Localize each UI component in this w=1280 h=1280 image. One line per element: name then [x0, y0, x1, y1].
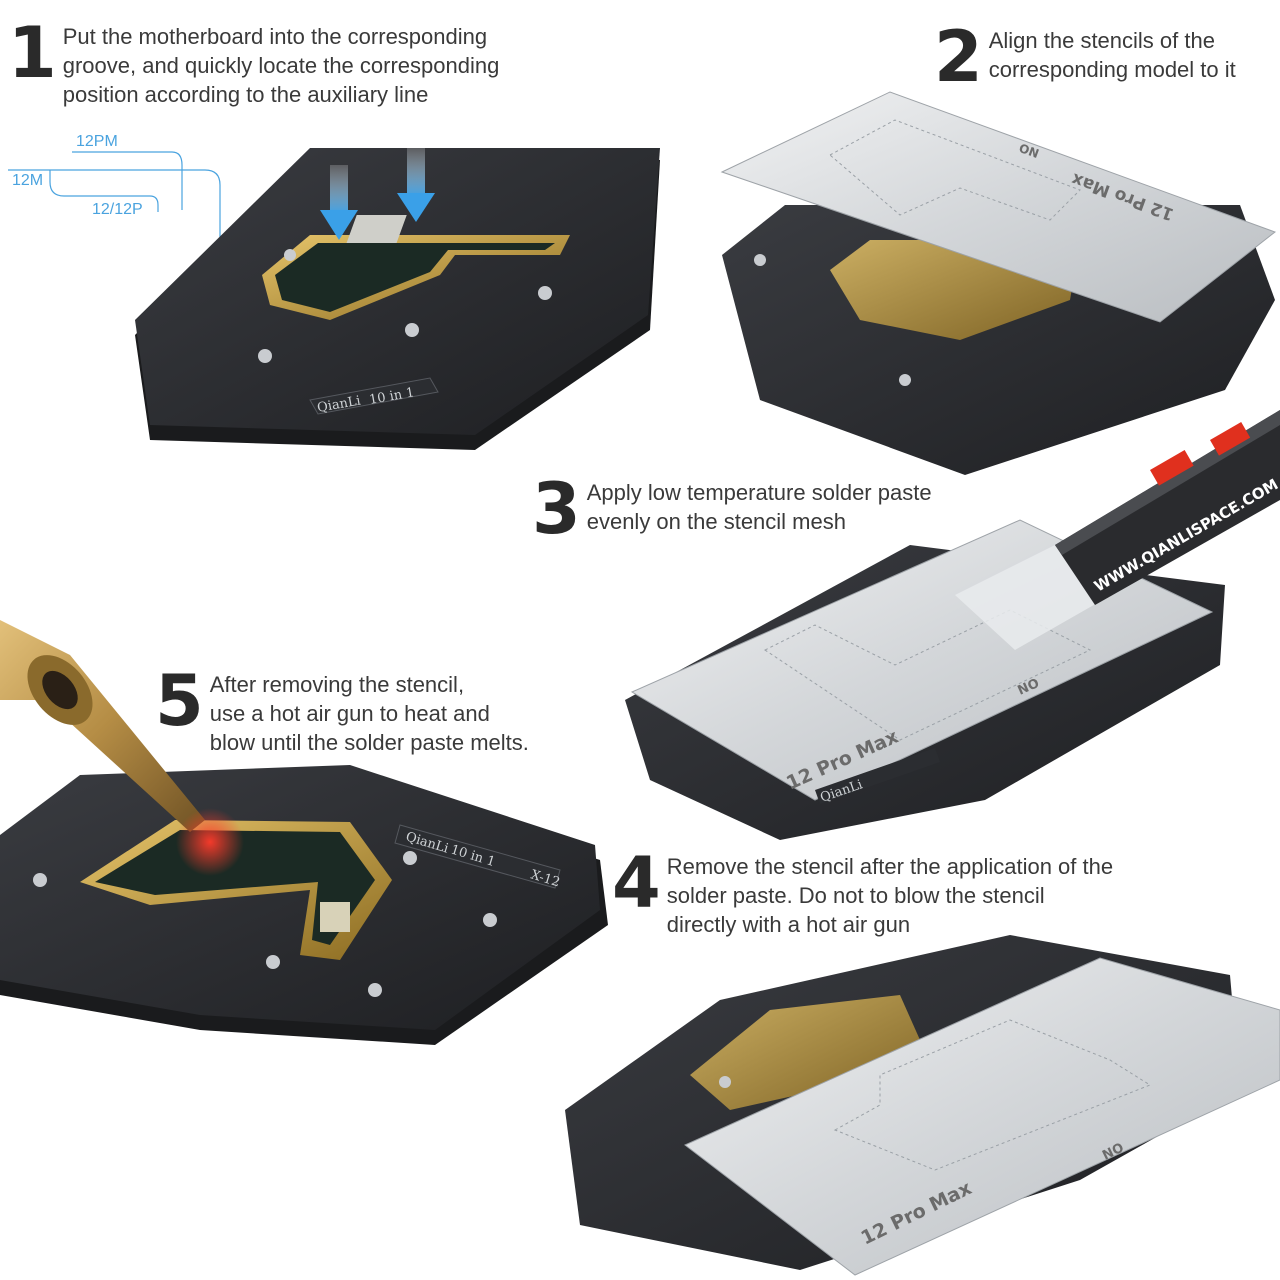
step-2-caption: 2 Align the stencils of the correspondin… — [934, 16, 1236, 98]
step-4-line-2: solder paste. Do not to blow the stencil — [666, 883, 1045, 908]
step-5-number: 5 — [155, 660, 204, 742]
aux-label-12m: 12M — [12, 172, 43, 189]
step-2-line-2: corresponding model to it — [988, 57, 1236, 82]
step-4-line-3: directly with a hot air gun — [666, 912, 911, 937]
step-5-caption: 5 After removing the stencil, use a hot … — [155, 660, 529, 757]
stencil-no-step2: NO — [1017, 140, 1041, 160]
step-3-number: 3 — [532, 468, 581, 550]
aux-label-12-12p: 12/12P — [92, 201, 143, 218]
fixture-plate-step5: QianLi 10 in 1 X-12 — [0, 765, 608, 1045]
auxiliary-line-guide — [8, 151, 221, 245]
step-1-line-2: groove, and quickly locate the correspon… — [62, 53, 500, 78]
fixture-plate-step1: QianLi 10 in 1 — [135, 148, 660, 450]
step-4-line-1: Remove the stencil after the application… — [666, 854, 1114, 879]
step-2-line-1: Align the stencils of the — [988, 28, 1215, 53]
step-5-line-3: blow until the solder paste melts. — [209, 730, 529, 755]
plate-brand-step1: QianLi — [316, 394, 362, 416]
step-3-line-1: Apply low temperature solder paste — [586, 480, 932, 505]
insert-arrows — [320, 148, 435, 240]
aux-label-12pm: 12PM — [76, 133, 118, 150]
step-3-line-2: evenly on the stencil mesh — [586, 509, 846, 534]
step-5-line-2: use a hot air gun to heat and — [209, 701, 490, 726]
step-1-line-1: Put the motherboard into the correspondi… — [62, 24, 488, 49]
stencil-step2: 12 Pro Max NO — [720, 91, 1277, 323]
step-3-caption: 3 Apply low temperature solder paste eve… — [532, 468, 932, 550]
step-2-number: 2 — [934, 16, 983, 98]
hot-air-gun — [0, 620, 244, 876]
step-4-caption: 4 Remove the stencil after the applicati… — [612, 842, 1114, 939]
step-1-line-3: position according to the auxiliary line — [62, 82, 429, 107]
step-5-line-1: After removing the stencil, — [209, 672, 465, 697]
step-1-caption: 1 Put the motherboard into the correspon… — [8, 12, 500, 109]
step-1-number: 1 — [8, 12, 57, 94]
step-4-number: 4 — [612, 842, 661, 924]
